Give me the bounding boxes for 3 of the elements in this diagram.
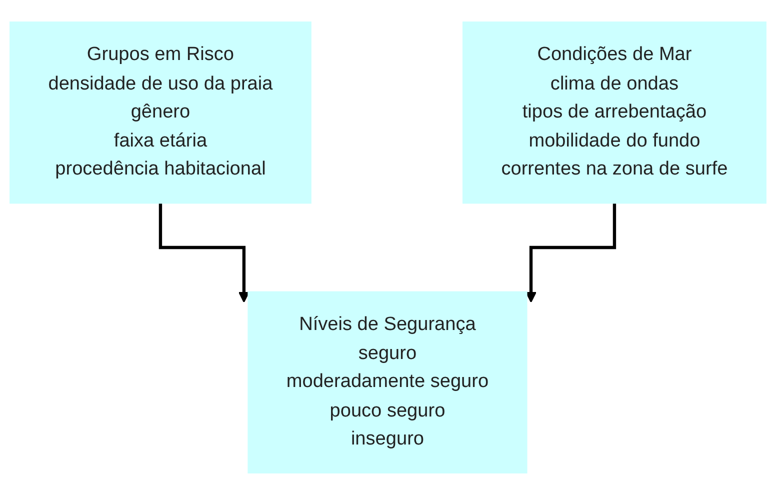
node-box: Condições de Mar clima de ondas tipos de arrebentação mobilidade do fundo correntes na zona de surfe <box>462 22 766 204</box>
node-box: Grupos em Risco densidade de uso da praia gênero faixa etária procedência habitacional <box>10 22 312 204</box>
node-box: Níveis de Segurança seguro moderadamente seguro pouco seguro inseguro <box>248 291 528 474</box>
